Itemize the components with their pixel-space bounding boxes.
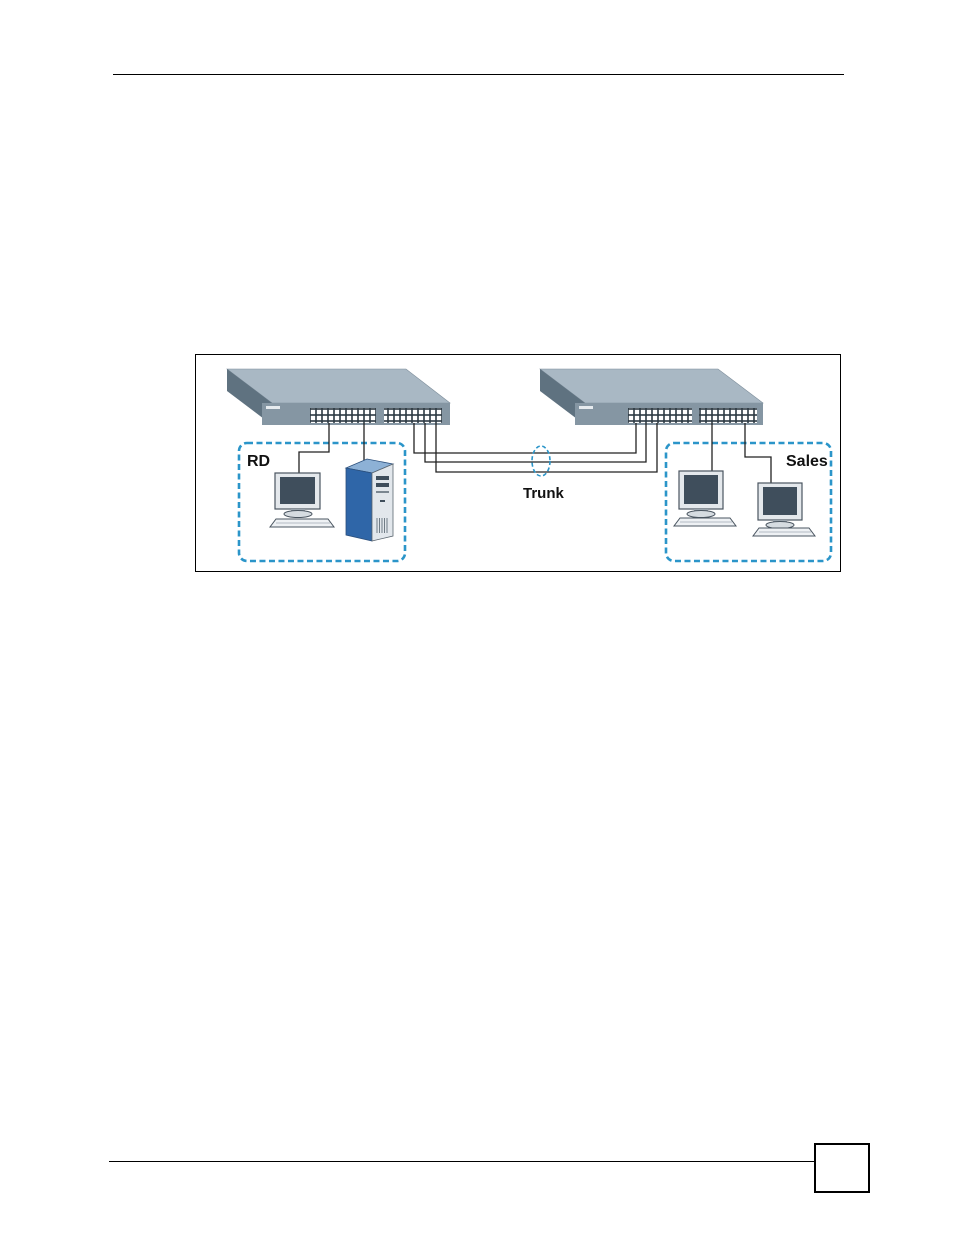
sales-computer-icon [674,471,736,526]
trunk-cables [414,423,657,472]
page-number-box [814,1143,870,1193]
rd-server-icon [346,459,393,541]
sales-group-label: Sales [786,453,828,470]
network-diagram-figure: Trunk RD [195,354,841,572]
rd-group-label: RD [247,453,270,470]
network-diagram: Trunk RD [196,355,840,571]
footer-rule [109,1161,814,1162]
switch-left-icon [227,369,450,425]
sales-computer-2-icon [753,483,815,536]
switch-right-icon [540,369,763,425]
header-rule [113,74,844,75]
rd-computer-icon [270,473,334,527]
trunk-label: Trunk [523,485,564,502]
